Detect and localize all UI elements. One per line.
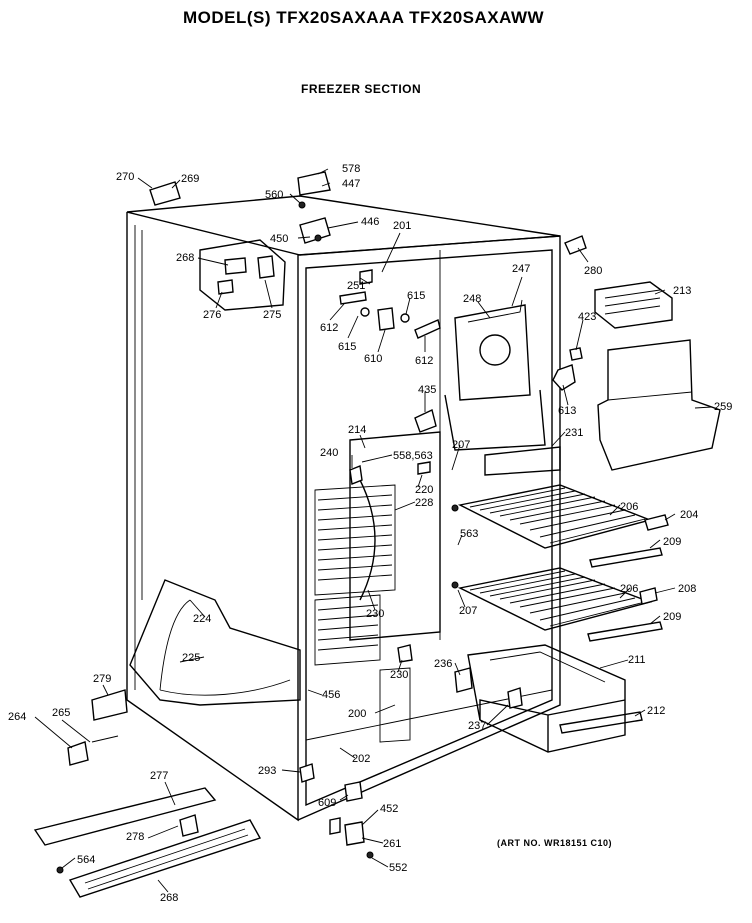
callout-269: 269 bbox=[181, 173, 199, 185]
callout-446: 446 bbox=[361, 216, 379, 228]
leader-lines bbox=[34, 168, 713, 893]
callout-231: 231 bbox=[565, 427, 583, 439]
callout-207-upper: 207 bbox=[452, 439, 470, 451]
callout-228: 228 bbox=[415, 497, 433, 509]
callout-240: 240 bbox=[320, 447, 338, 459]
callout-270: 270 bbox=[116, 171, 134, 183]
kick-plate-grille-icon bbox=[33, 787, 262, 898]
callout-563: 563 bbox=[460, 528, 478, 540]
model-title: MODEL(S) TFX20SAXAAA TFX20SAXAWW bbox=[183, 8, 545, 27]
refrigerator-cabinet-icon bbox=[126, 195, 561, 822]
callout-578: 578 bbox=[342, 163, 360, 175]
art-number: (ART NO. WR18151 C10) bbox=[497, 838, 613, 848]
ice-tray-icon bbox=[564, 235, 673, 361]
callout-564: 564 bbox=[77, 854, 95, 866]
callout-225: 225 bbox=[182, 652, 200, 664]
callout-labels: 270 269 578 447 560 446 450 201 268 280 … bbox=[8, 163, 732, 904]
control-parts-icon bbox=[217, 255, 459, 589]
callout-293: 293 bbox=[258, 765, 276, 777]
callout-265: 265 bbox=[52, 707, 70, 719]
callout-612-left: 612 bbox=[320, 322, 338, 334]
callout-209-upper: 209 bbox=[663, 536, 681, 548]
callout-248: 248 bbox=[463, 293, 481, 305]
callout-230-lower: 230 bbox=[390, 669, 408, 681]
callout-214: 214 bbox=[348, 424, 366, 436]
callout-552: 552 bbox=[389, 862, 407, 874]
callout-261: 261 bbox=[383, 838, 401, 850]
callout-202: 202 bbox=[352, 753, 370, 765]
section-title: FREEZER SECTION bbox=[301, 82, 422, 96]
callout-213: 213 bbox=[673, 285, 691, 297]
callout-275: 275 bbox=[263, 309, 281, 321]
callout-247: 247 bbox=[512, 263, 530, 275]
callout-230-upper: 230 bbox=[366, 608, 384, 620]
callout-435: 435 bbox=[418, 384, 436, 396]
callout-208: 208 bbox=[678, 583, 696, 595]
callout-259: 259 bbox=[714, 401, 732, 413]
callout-280: 280 bbox=[584, 265, 602, 277]
callout-207-lower: 207 bbox=[459, 605, 477, 617]
ice-bin-icon bbox=[454, 644, 643, 753]
callout-276: 276 bbox=[203, 309, 221, 321]
callout-206-upper: 206 bbox=[620, 501, 638, 513]
callout-209-lower: 209 bbox=[663, 611, 681, 623]
callout-615-lower: 615 bbox=[338, 341, 356, 353]
callout-278: 278 bbox=[126, 831, 144, 843]
callout-268-lower: 268 bbox=[160, 892, 178, 904]
leveling-parts-icon bbox=[67, 644, 413, 859]
callout-206-lower: 206 bbox=[620, 583, 638, 595]
callout-204: 204 bbox=[680, 509, 698, 521]
callout-613: 613 bbox=[558, 405, 576, 417]
callout-212: 212 bbox=[647, 705, 665, 717]
callout-251: 251 bbox=[347, 280, 365, 292]
callout-220: 220 bbox=[415, 484, 433, 496]
callout-236: 236 bbox=[434, 658, 452, 670]
auger-motor-bracket-icon bbox=[444, 299, 561, 476]
callout-615-upper: 615 bbox=[407, 290, 425, 302]
callout-264: 264 bbox=[8, 711, 26, 723]
wire-shelf-lower-icon bbox=[457, 567, 663, 642]
callout-237: 237 bbox=[468, 720, 486, 732]
wire-shelf-upper-icon bbox=[457, 484, 669, 568]
callout-452: 452 bbox=[380, 803, 398, 815]
fan-blade-icon bbox=[552, 364, 576, 391]
evaporator-cover-icon bbox=[597, 339, 721, 471]
callout-279: 279 bbox=[93, 673, 111, 685]
callout-610: 610 bbox=[364, 353, 382, 365]
callout-200: 200 bbox=[348, 708, 366, 720]
callout-268-upper: 268 bbox=[176, 252, 194, 264]
callout-211: 211 bbox=[628, 654, 646, 666]
callout-558-563: 558,563 bbox=[393, 450, 433, 462]
callout-450: 450 bbox=[270, 233, 288, 245]
callout-277: 277 bbox=[150, 770, 168, 782]
callout-224: 224 bbox=[193, 613, 211, 625]
callout-456: 456 bbox=[322, 689, 340, 701]
callout-609: 609 bbox=[318, 797, 336, 809]
callout-560: 560 bbox=[265, 189, 283, 201]
callout-447: 447 bbox=[342, 178, 360, 190]
callout-612-right: 612 bbox=[415, 355, 433, 367]
callout-423: 423 bbox=[578, 311, 596, 323]
callout-201: 201 bbox=[393, 220, 411, 232]
